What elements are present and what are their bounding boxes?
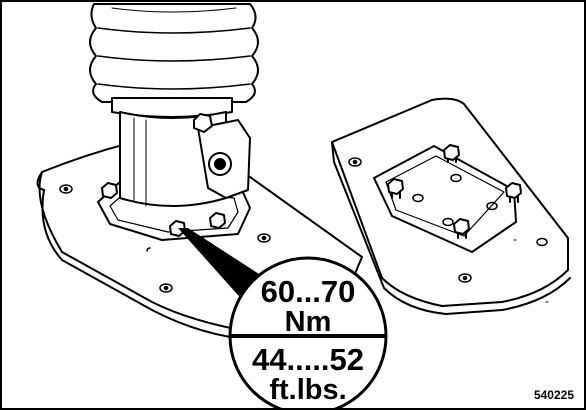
imperial-unit: ft.lbs. [269,374,346,406]
right-pad-inner [385,155,505,237]
left-shoe-lip [36,171,45,191]
figure-number: 540225 [533,388,574,402]
right-studs [387,144,522,239]
left-bellows [89,3,259,103]
right-mounting-pad [373,145,517,253]
metric-unit: Nm [285,306,332,338]
imperial-range: 44.....52 [252,342,364,377]
left-top-bolt [193,113,213,133]
left-base-bolts [101,182,226,237]
right-shoe-assembly [331,97,571,315]
right-shoe-holes [348,157,548,283]
right-pad-holes [412,173,498,227]
right-shoe-front-edge [331,141,571,315]
left-cylinder-shade [133,117,147,207]
metric-range: 60...70 [261,274,356,309]
torque-callout: 60...70 Nm 44.....52 ft.lbs. [228,256,388,408]
right-shoe-marks [513,239,549,303]
left-bracket-pin-center [214,158,226,170]
